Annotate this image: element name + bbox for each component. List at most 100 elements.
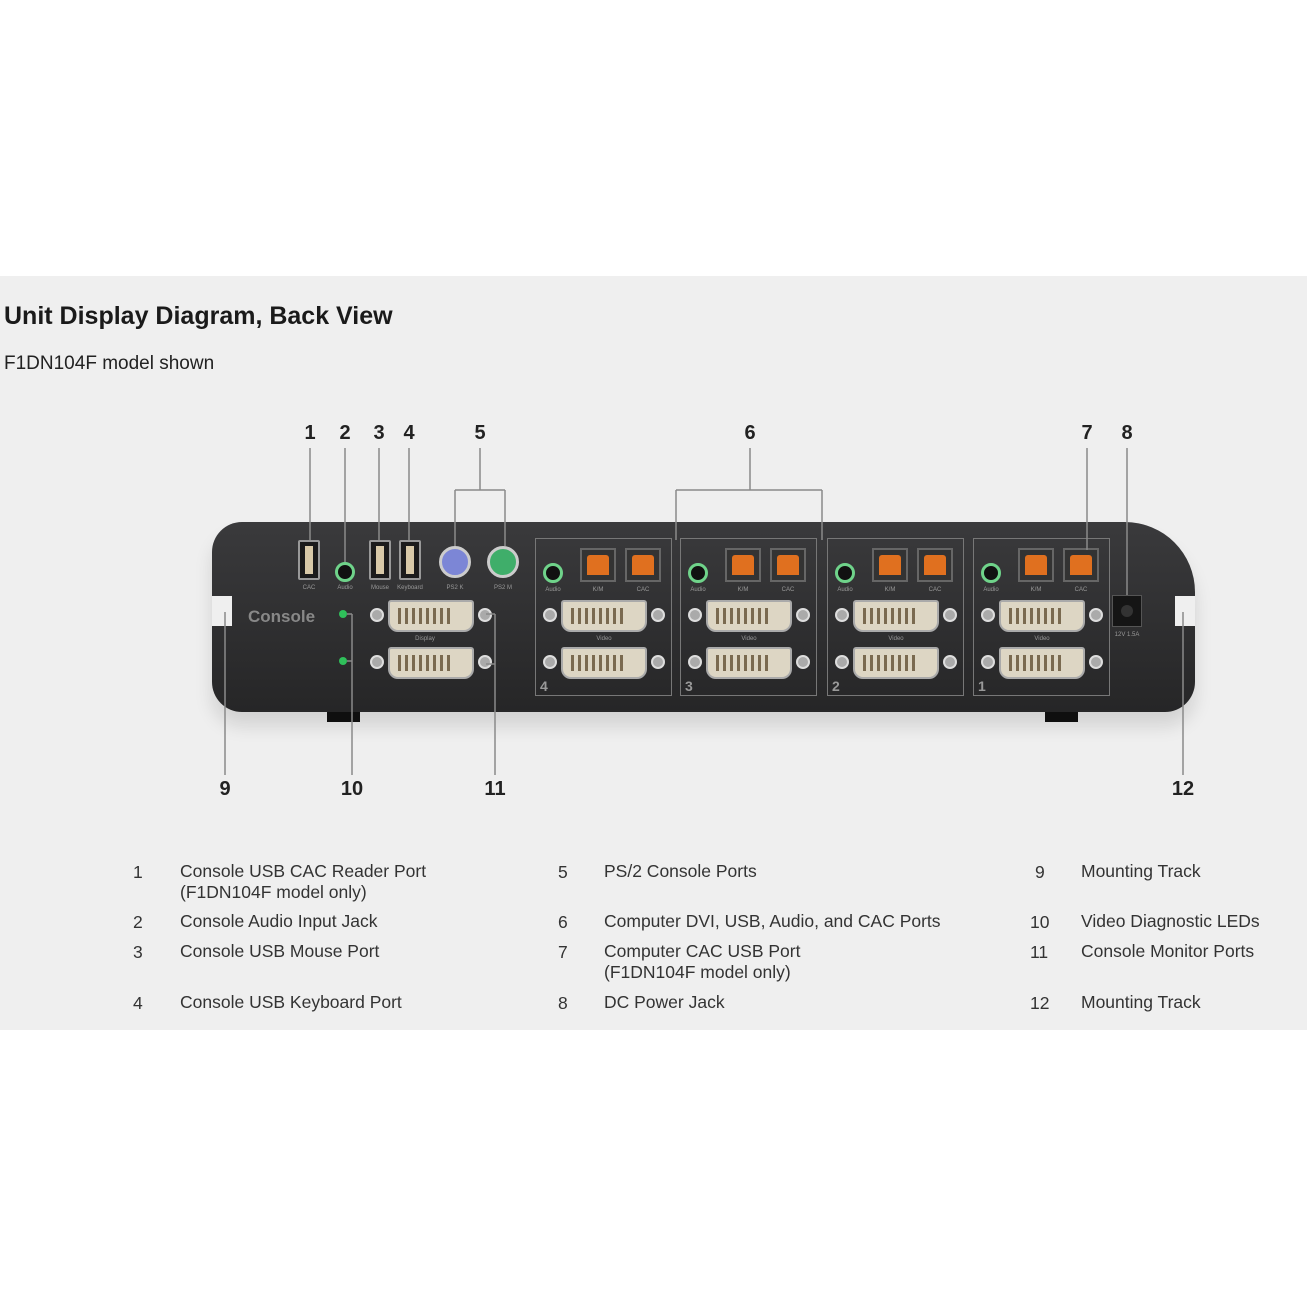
legend-text: Console USB Keyboard Port bbox=[180, 992, 402, 1012]
computer-dvi-port-2 bbox=[688, 647, 810, 679]
model-subtitle: F1DN104F model shown bbox=[4, 353, 215, 374]
port-label-cac: CAC bbox=[928, 587, 942, 593]
computer-number: 2 bbox=[832, 678, 840, 694]
legend-number: 3 bbox=[133, 942, 143, 962]
port-label-power: 12V 1.5A bbox=[1114, 632, 1140, 638]
computer-number: 4 bbox=[540, 678, 548, 694]
legend-item: Video Diagnostic LEDs bbox=[1081, 911, 1260, 932]
computer-usb-cac-port bbox=[770, 548, 806, 582]
video-diagnostic-led-1 bbox=[339, 610, 347, 618]
port-label-audio: Audio bbox=[983, 587, 999, 593]
legend-number: 9 bbox=[1035, 862, 1045, 882]
device-foot-right bbox=[1045, 712, 1078, 722]
legend-item: Computer CAC USB Port(F1DN104F model onl… bbox=[604, 941, 800, 983]
mounting-track-right bbox=[1175, 596, 1195, 626]
legend-number: 5 bbox=[558, 862, 568, 882]
port-label-km: K/M bbox=[737, 587, 749, 593]
computer-dvi-port-1 bbox=[981, 600, 1103, 632]
callout-7: 7 bbox=[1081, 422, 1093, 444]
computer-dvi-port-1 bbox=[543, 600, 665, 632]
port-label-km: K/M bbox=[884, 587, 896, 593]
legend-text: Computer DVI, USB, Audio, and CAC Ports bbox=[604, 911, 941, 931]
page-title: Unit Display Diagram, Back View bbox=[4, 302, 393, 330]
port-label-video: Video bbox=[888, 636, 904, 642]
port-label-ps2k: PS2 K bbox=[446, 585, 464, 591]
console-label: Console bbox=[248, 607, 316, 626]
legend-text: Mounting Track bbox=[1081, 861, 1201, 881]
callout-6: 6 bbox=[744, 422, 756, 444]
computer-usb-cac-port bbox=[1063, 548, 1099, 582]
computer-number: 3 bbox=[685, 678, 693, 694]
port-label-video: Video bbox=[1034, 636, 1050, 642]
legend-item: Console USB Mouse Port bbox=[180, 941, 379, 962]
legend-text: Video Diagnostic LEDs bbox=[1081, 911, 1260, 931]
port-label-ps2m: PS2 M bbox=[493, 585, 513, 591]
port-label-audio: Audio bbox=[337, 585, 353, 591]
legend-number: 4 bbox=[133, 993, 143, 1013]
callout-10: 10 bbox=[340, 778, 364, 800]
port-label-km: K/M bbox=[592, 587, 604, 593]
computer-audio-jack bbox=[835, 563, 855, 583]
port-label-keyboard: Keyboard bbox=[397, 585, 423, 591]
legend-item: Console Audio Input Jack bbox=[180, 911, 378, 932]
ps2-keyboard-port bbox=[439, 546, 471, 578]
console-dvi-port-1 bbox=[370, 600, 492, 632]
mounting-track-left bbox=[212, 596, 232, 626]
port-label-mouse: Mouse bbox=[370, 585, 390, 591]
computer-dvi-port-2 bbox=[543, 647, 665, 679]
legend-number: 11 bbox=[1030, 942, 1049, 962]
computer-port-group-4 bbox=[535, 538, 672, 696]
computer-usb-km-port bbox=[872, 548, 908, 582]
port-label-km: K/M bbox=[1030, 587, 1042, 593]
legend-text: Console Audio Input Jack bbox=[180, 911, 378, 931]
port-label-display: Display bbox=[415, 636, 435, 642]
callout-3: 3 bbox=[373, 422, 385, 444]
port-label-audio: Audio bbox=[545, 587, 561, 593]
legend-number: 1 bbox=[133, 862, 143, 882]
computer-port-group-3 bbox=[680, 538, 817, 696]
computer-audio-jack bbox=[543, 563, 563, 583]
computer-audio-jack bbox=[688, 563, 708, 583]
legend-text: Console USB CAC Reader Port bbox=[180, 861, 427, 881]
legend-note: (F1DN104F model only) bbox=[180, 882, 367, 902]
legend-item: Console USB CAC Reader Port(F1DN104F mod… bbox=[180, 861, 426, 903]
legend-note: (F1DN104F model only) bbox=[604, 962, 791, 982]
legend-text: Console USB Mouse Port bbox=[180, 941, 380, 961]
port-label-audio: Audio bbox=[690, 587, 706, 593]
callout-4: 4 bbox=[403, 422, 415, 444]
console-dvi-port-2 bbox=[370, 647, 492, 679]
legend-text: PS/2 Console Ports bbox=[604, 861, 757, 881]
legend-item: PS/2 Console Ports bbox=[604, 861, 757, 882]
callout-1: 1 bbox=[304, 422, 316, 444]
legend-number: 12 bbox=[1030, 993, 1050, 1013]
video-diagnostic-led-2 bbox=[339, 657, 347, 665]
computer-usb-km-port bbox=[725, 548, 761, 582]
port-label-cac: CAC bbox=[781, 587, 795, 593]
callout-8: 8 bbox=[1121, 422, 1133, 444]
console-audio-jack bbox=[335, 562, 355, 582]
dc-power-jack bbox=[1112, 595, 1142, 627]
legend-text: Mounting Track bbox=[1081, 992, 1201, 1012]
legend-number: 2 bbox=[133, 912, 143, 932]
computer-dvi-port-1 bbox=[688, 600, 810, 632]
port-label-cac: CAC bbox=[636, 587, 650, 593]
computer-dvi-port-2 bbox=[835, 647, 957, 679]
computer-usb-cac-port bbox=[917, 548, 953, 582]
legend-item: Console USB Keyboard Port bbox=[180, 992, 402, 1013]
computer-usb-cac-port bbox=[625, 548, 661, 582]
console-usb-mouse-port bbox=[369, 540, 391, 580]
legend-number: 7 bbox=[558, 942, 568, 962]
computer-usb-km-port bbox=[580, 548, 616, 582]
computer-port-group-2 bbox=[827, 538, 964, 696]
port-label-video: Video bbox=[741, 636, 757, 642]
legend-item: Console Monitor Ports bbox=[1081, 941, 1254, 962]
computer-number: 1 bbox=[978, 678, 986, 694]
port-label-audio: Audio bbox=[837, 587, 853, 593]
legend-item: DC Power Jack bbox=[604, 992, 725, 1013]
legend-text: DC Power Jack bbox=[604, 992, 725, 1012]
callout-5: 5 bbox=[474, 422, 486, 444]
legend-item: Mounting Track bbox=[1081, 992, 1201, 1013]
computer-dvi-port-1 bbox=[835, 600, 957, 632]
legend-number: 6 bbox=[558, 912, 568, 932]
